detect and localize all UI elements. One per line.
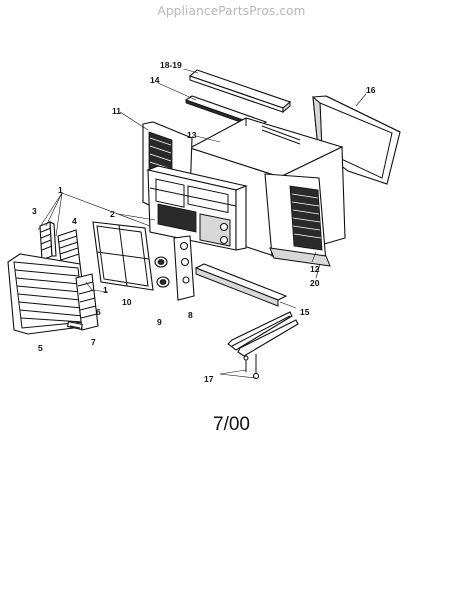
part-louver-4 [57,229,81,271]
part-knobs-9 [154,256,170,288]
label-1: 1 [58,185,63,195]
part-front-chassis [146,165,248,251]
label-17: 17 [204,374,214,384]
label-3: 3 [32,206,37,216]
part-control-plate-8 [173,235,195,301]
label-16: 16 [366,85,376,95]
label-15: 15 [300,307,310,317]
label-8: 8 [188,310,193,320]
label-13: 13 [187,130,197,140]
part-clip-7 [66,320,83,331]
label-11: 11 [112,106,121,116]
part-labels: 18-19 14 16 11 13 1 3 2 4 12 20 1 10 6 1… [32,60,376,384]
label-2: 2 [110,209,115,219]
label-14: 14 [150,75,160,85]
part-side-louver-6 [75,273,99,331]
label-1b: 1 [103,285,108,295]
label-9: 9 [157,317,162,327]
label-7: 7 [91,337,96,347]
part-top-rail-18-19 [188,69,292,114]
label-12: 12 [310,264,320,274]
label-5: 5 [38,343,43,353]
watermark: AppliancePartsPros.com [157,4,306,18]
part-front-grille-5 [7,253,89,335]
label-6: 6 [96,307,101,317]
label-10: 10 [122,297,132,307]
label-4: 4 [72,216,77,226]
part-bottom-rail-15 [194,263,288,307]
label-18-19: 18-19 [160,60,182,70]
date-code: 7/00 [213,414,250,435]
part-louver-3 [39,221,57,261]
part-filter-10 [92,221,154,291]
label-20: 20 [310,278,320,288]
leader-lines [37,68,367,379]
part-rear-grille-12 [264,173,331,267]
part-brackets-17 [227,311,299,380]
